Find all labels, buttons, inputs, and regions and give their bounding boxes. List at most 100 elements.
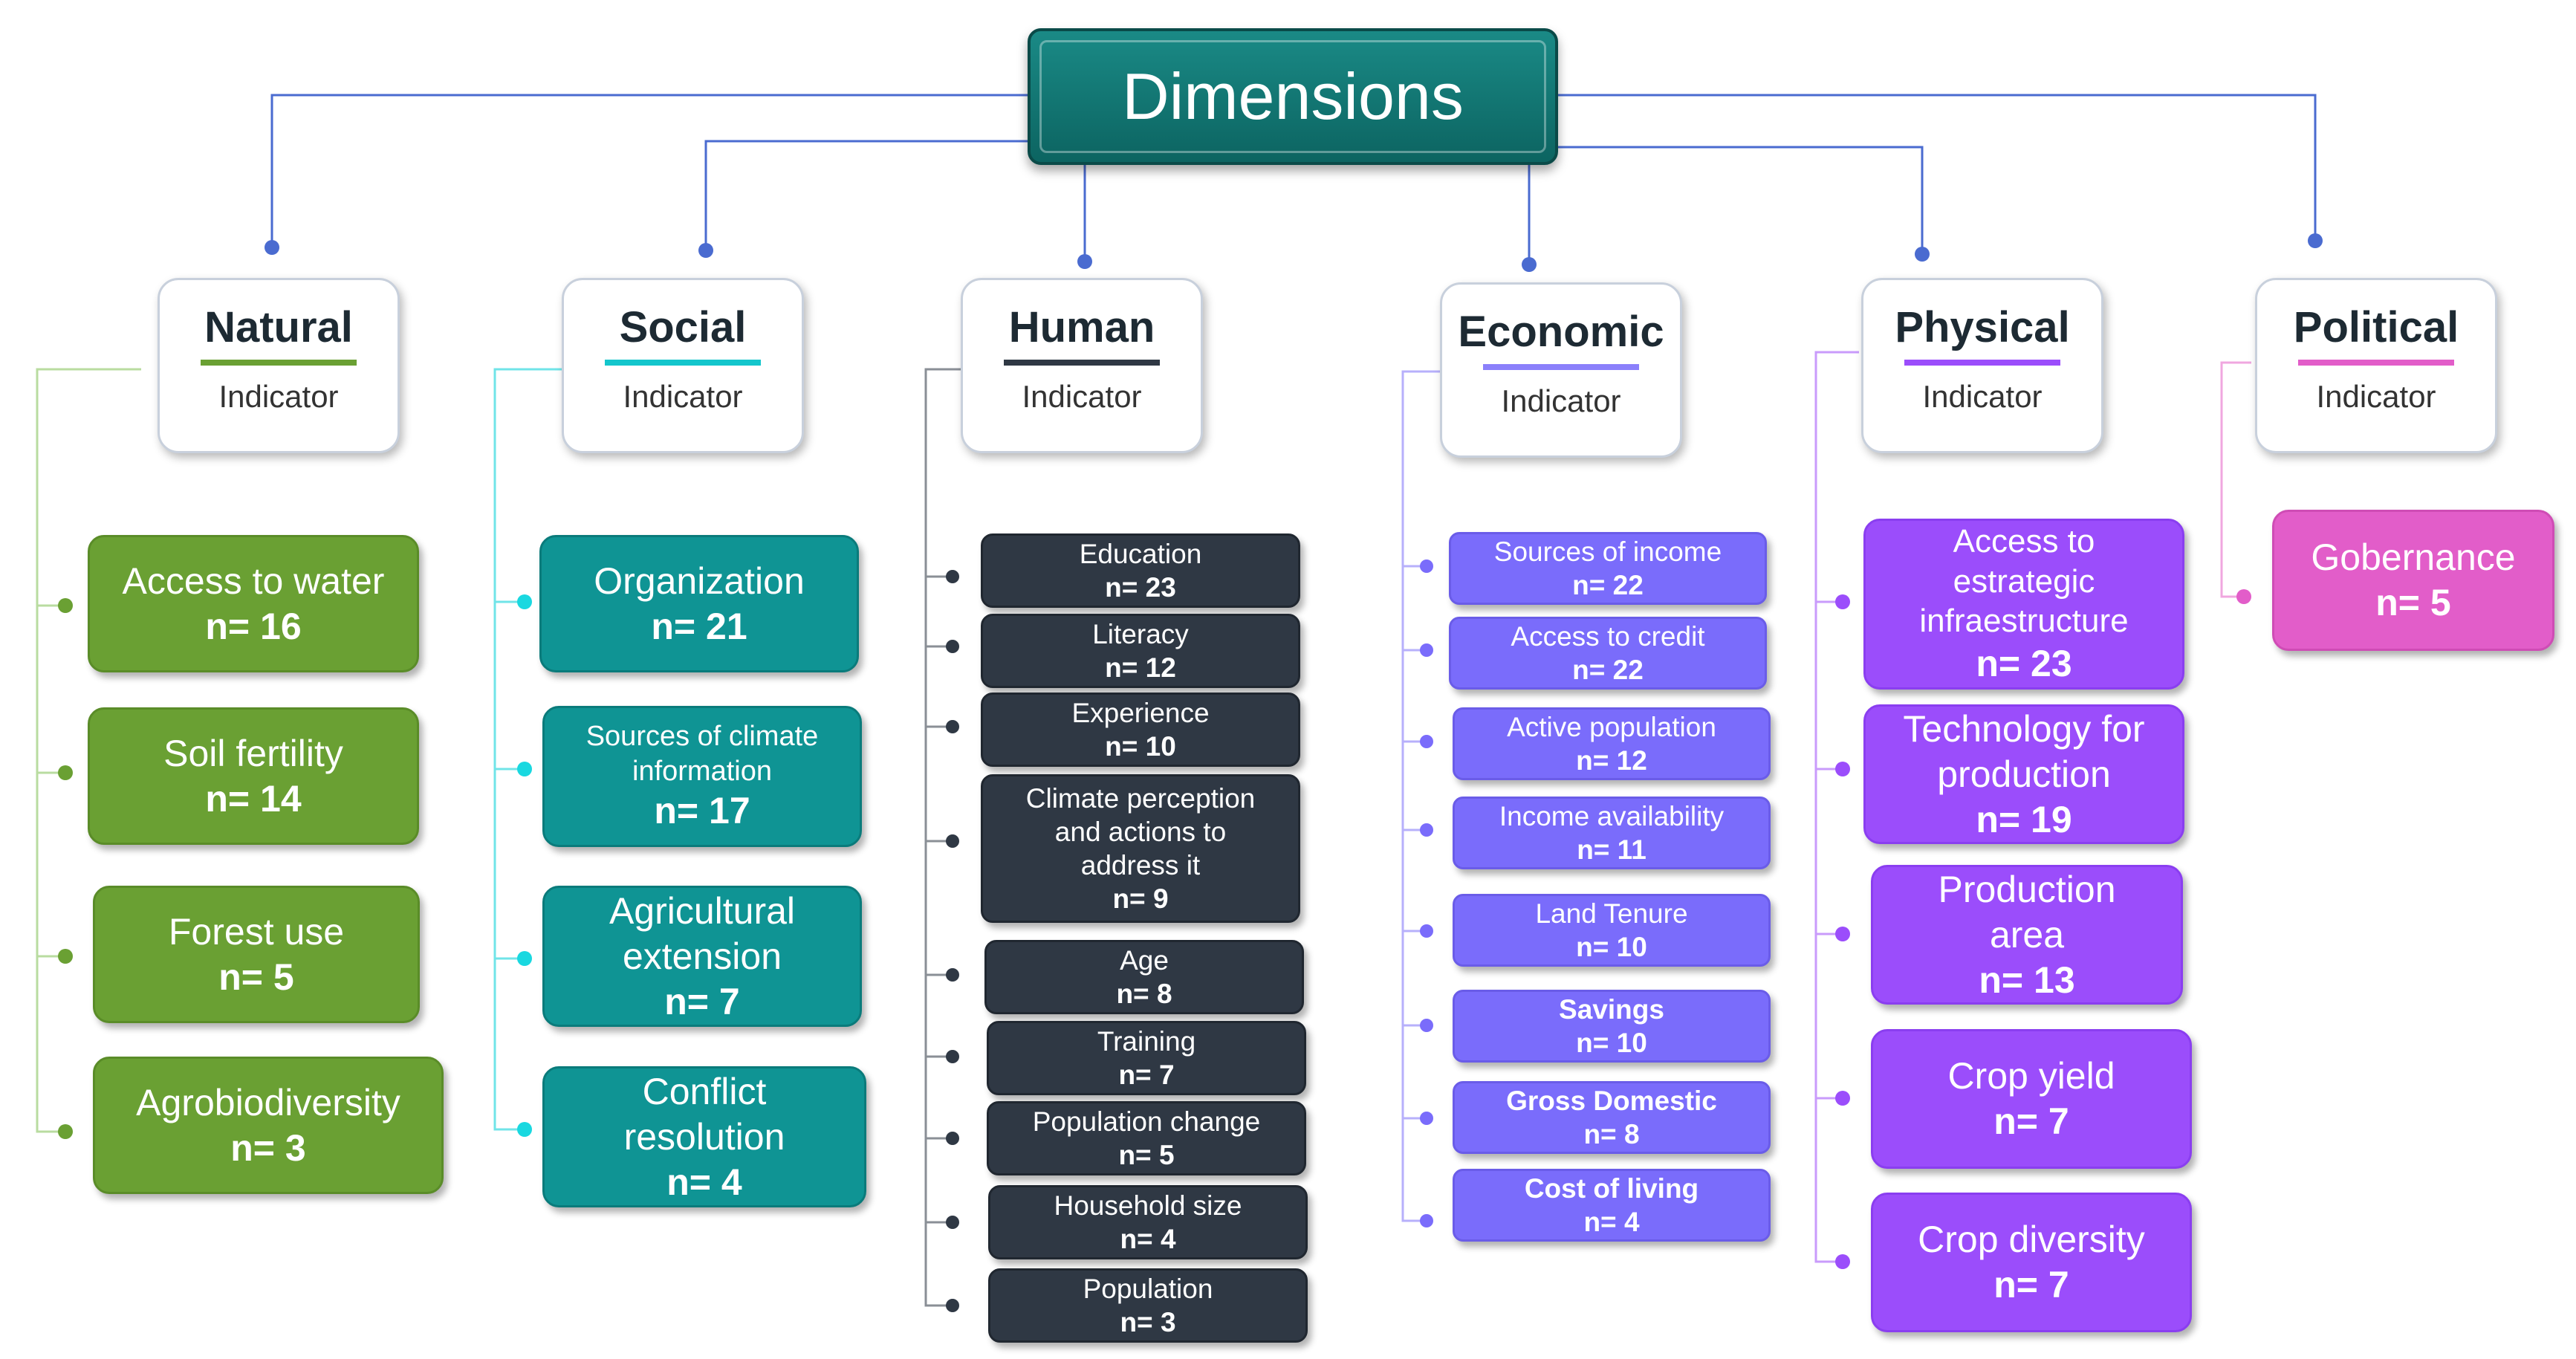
dimension-name: Political xyxy=(2293,303,2459,351)
indicator-count: n= 13 xyxy=(1979,959,2075,1001)
dimension-name: Economic xyxy=(1458,308,1664,356)
indicator-count: n= 23 xyxy=(1105,572,1176,603)
indicator-label: Income availability xyxy=(1499,800,1725,831)
indicator-economic-2: Access to credit n= 22 xyxy=(1449,617,1767,690)
indicator-label: Production area xyxy=(1938,868,2116,956)
connector-social xyxy=(704,140,1028,250)
indicator-human-7: Population change n= 5 xyxy=(987,1101,1306,1175)
indicator-count: n= 23 xyxy=(1976,643,2072,684)
indicator-count: n= 14 xyxy=(205,777,302,820)
connector-natural xyxy=(270,94,1028,247)
indicator-physical-5: Crop diversity n= 7 xyxy=(1871,1193,2192,1332)
dimension-card-political: Political Indicator xyxy=(2255,278,2497,453)
dimension-name: Natural xyxy=(204,303,353,351)
indicator-count: n= 5 xyxy=(1118,1140,1175,1170)
indicator-count: n= 11 xyxy=(1577,834,1647,865)
indicator-label: Crop diversity xyxy=(1918,1219,2145,1260)
indicator-count: n= 9 xyxy=(1112,883,1169,915)
indicator-economic-7: Gross Domestic n= 8 xyxy=(1453,1081,1771,1154)
dimension-subtitle: Indicator xyxy=(2316,379,2436,414)
dimension-underline xyxy=(2298,360,2454,366)
indicator-political-1: Gobernance n= 5 xyxy=(2272,510,2554,651)
dimension-subtitle: Indicator xyxy=(1922,379,2043,414)
indicator-economic-1: Sources of income n= 22 xyxy=(1449,532,1767,605)
indicator-label: Soil fertility xyxy=(163,732,343,774)
indicator-label: Gross Domestic xyxy=(1506,1085,1717,1116)
indicator-count: n= 19 xyxy=(1976,798,2072,840)
diagram-title: Dimensions xyxy=(1122,59,1464,133)
indicator-label: Sources of climate information xyxy=(585,721,819,787)
indicator-label: Active population xyxy=(1507,711,1716,742)
indicator-count: n= 7 xyxy=(1993,1264,2069,1306)
dimension-card-human: Human Indicator xyxy=(961,278,1203,453)
indicator-label: Access to estrategic infraestructure xyxy=(1919,522,2129,640)
indicator-natural-3: Forest use n= 5 xyxy=(93,886,420,1023)
indicator-label: Gobernance xyxy=(2311,536,2516,578)
dimension-card-physical: Physical Indicator xyxy=(1861,278,2103,453)
indicator-label: Education xyxy=(1079,538,1202,569)
indicator-count: n= 10 xyxy=(1576,1028,1647,1058)
indicator-count: n= 12 xyxy=(1105,652,1176,683)
indicator-label: Cost of living xyxy=(1524,1172,1699,1204)
indicator-count: n= 5 xyxy=(2375,582,2451,623)
indicator-count: n= 12 xyxy=(1576,745,1647,776)
indicator-social-1: Organization n= 21 xyxy=(539,535,859,672)
dimension-name: Social xyxy=(619,303,747,351)
indicator-label: Land Tenure xyxy=(1535,898,1688,929)
indicator-label: Training xyxy=(1097,1025,1196,1057)
dimension-subtitle: Indicator xyxy=(1501,383,1621,418)
indicator-physical-2: Technology for production n= 19 xyxy=(1863,704,2184,844)
indicator-count: n= 3 xyxy=(1120,1307,1176,1337)
indicator-natural-4: Agrobiodiversity n= 3 xyxy=(93,1057,444,1194)
indicator-human-9: Population n= 3 xyxy=(988,1268,1308,1343)
indicator-human-6: Training n= 7 xyxy=(987,1021,1306,1095)
indicator-label: Population xyxy=(1083,1273,1213,1304)
dimension-name: Human xyxy=(1008,303,1155,351)
indicator-economic-3: Active population n= 12 xyxy=(1453,707,1771,780)
indicator-label: Access to credit xyxy=(1511,620,1705,652)
indicator-label: Access to water xyxy=(122,560,385,602)
indicator-human-1: Education n= 23 xyxy=(981,533,1300,608)
indicator-label: Conflict resolution xyxy=(623,1070,785,1158)
indicator-count: n= 7 xyxy=(664,980,740,1022)
dimension-card-social: Social Indicator xyxy=(562,278,804,453)
indicator-social-3: Agricultural extension n= 7 xyxy=(542,886,862,1027)
indicator-label: Savings xyxy=(1559,993,1664,1025)
indicator-label: Literacy xyxy=(1092,618,1189,649)
indicator-economic-4: Income availability n= 11 xyxy=(1453,797,1771,869)
dimension-subtitle: Indicator xyxy=(1022,379,1142,414)
dimension-underline xyxy=(1004,360,1160,366)
indicator-label: Household size xyxy=(1054,1190,1242,1221)
indicator-natural-1: Access to water n= 16 xyxy=(88,535,419,672)
indicator-physical-3: Production area n= 13 xyxy=(1871,865,2183,1005)
connector-physical xyxy=(1552,146,1924,254)
indicator-label: Technology for production xyxy=(1903,707,2145,795)
dimension-underline xyxy=(1483,364,1639,370)
indicator-social-2: Sources of climate information n= 17 xyxy=(542,706,862,847)
indicator-social-4: Conflict resolution n= 4 xyxy=(542,1066,866,1207)
dimension-card-natural: Natural Indicator xyxy=(158,278,400,453)
indicator-human-8: Household size n= 4 xyxy=(988,1185,1308,1259)
indicator-count: n= 3 xyxy=(230,1126,306,1169)
indicator-label: Sources of income xyxy=(1493,536,1722,567)
indicator-count: n= 7 xyxy=(1118,1060,1175,1090)
indicator-count: n= 8 xyxy=(1583,1119,1640,1149)
indicator-label: Climate perception and actions to addres… xyxy=(1025,782,1256,880)
indicator-label: Experience xyxy=(1071,697,1210,728)
indicator-physical-1: Access to estrategic infraestructure n= … xyxy=(1863,519,2184,690)
dimension-card-economic: Economic Indicator xyxy=(1440,282,1682,458)
indicator-count: n= 16 xyxy=(205,605,302,647)
indicator-count: n= 5 xyxy=(218,956,294,998)
indicator-human-5: Age n= 8 xyxy=(984,940,1304,1014)
indicator-economic-6: Savings n= 10 xyxy=(1453,990,1771,1063)
dimension-subtitle: Indicator xyxy=(218,379,339,414)
indicator-count: n= 22 xyxy=(1572,655,1644,685)
indicator-label: Agrobiodiversity xyxy=(136,1081,400,1123)
indicator-count: n= 21 xyxy=(651,605,747,647)
indicator-economic-5: Land Tenure n= 10 xyxy=(1453,894,1771,967)
indicator-economic-8: Cost of living n= 4 xyxy=(1453,1169,1771,1242)
dimension-name: Physical xyxy=(1895,303,2070,351)
indicator-human-3: Experience n= 10 xyxy=(981,693,1300,767)
indicator-label: Organization xyxy=(594,560,805,602)
